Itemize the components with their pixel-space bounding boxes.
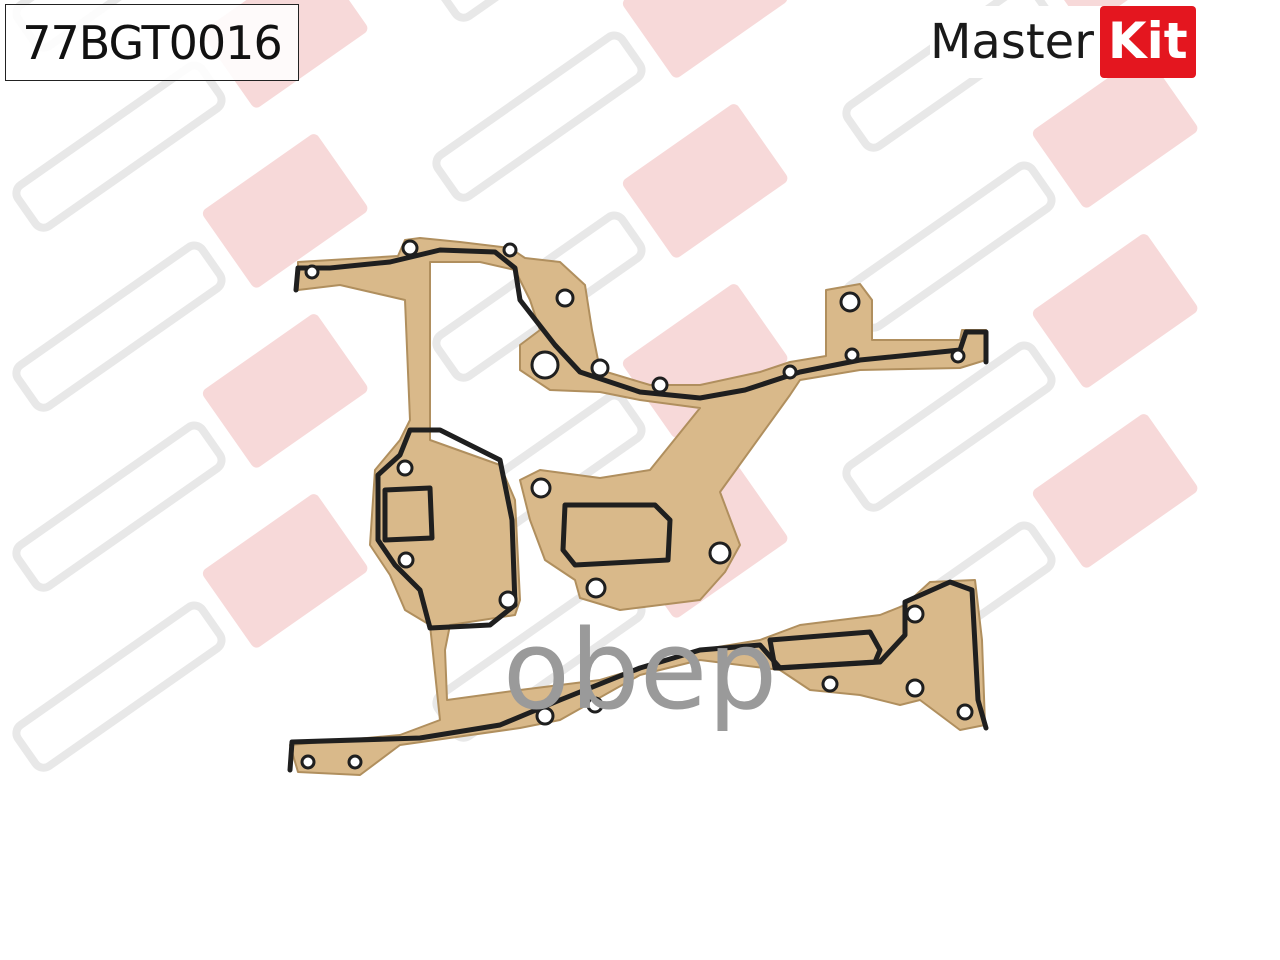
watermark-tile (12, 134, 368, 412)
watermark-word-mark (12, 601, 226, 772)
seal-bead-left-window (375, 427, 518, 631)
watermark-kit-badge (622, 104, 788, 258)
watermark-kit-badge (1032, 54, 1198, 208)
watermark-word-mark (12, 61, 226, 232)
watermark-tile (432, 0, 646, 22)
watermark-tile (432, 0, 788, 202)
watermark-tile (12, 494, 368, 772)
logo-master-text: Master (930, 14, 1094, 70)
watermark-kit-badge (1032, 234, 1198, 388)
brand-logo: Master Kit (930, 6, 1196, 78)
watermark-word-mark (432, 31, 646, 202)
center-watermark-text: obep (503, 606, 778, 734)
gasket-image (287, 237, 989, 776)
watermark-tile (12, 314, 368, 592)
watermark-kit-badge (202, 134, 368, 288)
bolt-holes (300, 239, 974, 770)
watermark-tile (842, 234, 1198, 512)
seal-bead-bottom-slot (767, 629, 883, 671)
watermark-kit-badge (202, 494, 368, 648)
watermark-kit-badge (622, 0, 788, 78)
seal-bead-bottom (287, 579, 989, 773)
watermark-word-mark (12, 421, 226, 592)
part-number: 77BGT0016 (22, 15, 282, 70)
seal-bead-left-inner (382, 485, 435, 543)
watermark-word-mark (842, 341, 1056, 512)
center-watermark: obep (503, 606, 778, 734)
logo-kit-badge: Kit (1099, 6, 1196, 78)
watermark-word-mark (12, 241, 226, 412)
watermark-word-mark (432, 0, 646, 22)
seal-bead-center-window (560, 502, 673, 568)
watermark-kit-badge (202, 314, 368, 468)
watermark-kit-badge (1032, 414, 1198, 568)
part-number-box: 77BGT0016 (5, 4, 299, 81)
watermark-word-mark (842, 161, 1056, 332)
